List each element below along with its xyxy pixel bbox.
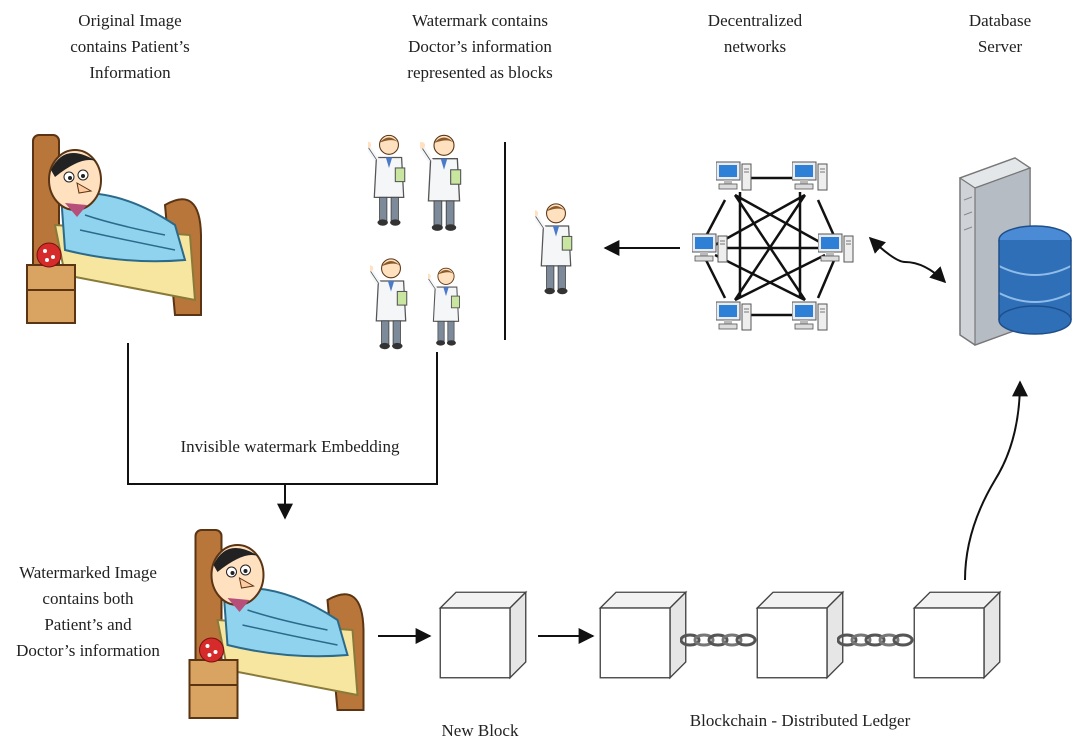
- doctor-icon: [367, 259, 407, 349]
- embedding-label: Invisible watermark Embedding: [180, 437, 400, 456]
- computer-icon: [716, 301, 752, 331]
- chain-link-icon: [837, 633, 914, 647]
- computer-icon: [792, 301, 828, 331]
- chain-block-icon: [756, 591, 844, 679]
- patient-in-bed-icon: [26, 134, 202, 324]
- database-server-label: Database Server: [968, 11, 1032, 56]
- doctor-icon: [418, 135, 460, 231]
- embedding-connector: [127, 343, 438, 485]
- computer-icon: [818, 233, 854, 263]
- computer-icon: [692, 233, 728, 263]
- computer-icon: [792, 161, 828, 191]
- watermarked-patient-icon: [188, 528, 365, 720]
- network-server-arrow: [868, 236, 947, 284]
- decentralized-networks-label: Decentralized networks: [707, 11, 803, 56]
- original-image-label: Original Image contains Patient’s Inform…: [70, 11, 190, 82]
- watermarked-image-label: Watermarked Image contains both Patient’…: [16, 563, 160, 660]
- new-block-label: New Block: [441, 721, 519, 740]
- selected-doctor-icon: [532, 204, 572, 294]
- doctor-icon: [365, 135, 405, 225]
- database-server-icon: [958, 157, 1072, 346]
- chain-link-icon: [680, 633, 757, 647]
- blockchain-label: Blockchain - Distributed Ledger: [689, 711, 911, 730]
- blockchain-to-server-arrow: [964, 380, 1028, 581]
- decentralized-network: [703, 176, 837, 317]
- chain-block-icon: [913, 591, 1001, 679]
- doctor-icon: [425, 268, 459, 345]
- watermark-label: Watermark contains Doctor’s information …: [407, 11, 553, 82]
- computer-icon: [716, 161, 752, 191]
- new-block-icon: [439, 591, 527, 679]
- chain-block-icon: [599, 591, 687, 679]
